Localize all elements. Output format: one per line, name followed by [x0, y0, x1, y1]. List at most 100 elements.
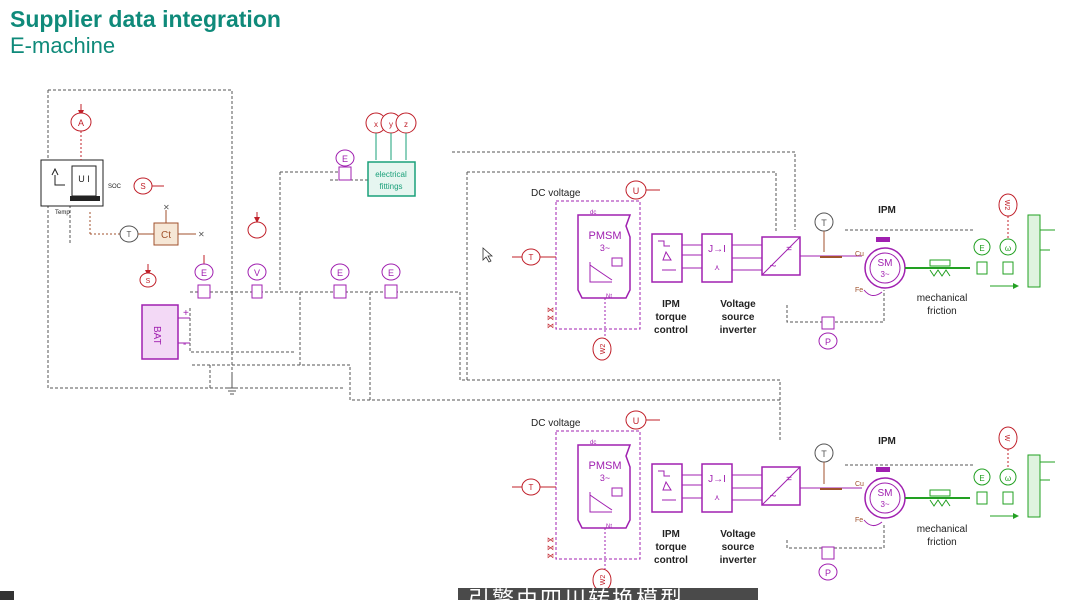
- svg-text:-: -: [183, 339, 186, 350]
- svg-text:T: T: [821, 449, 827, 459]
- svg-text:Ct: Ct: [161, 230, 171, 241]
- torque-input-group[interactable]: ⋈ ⋈ ⋈ W2: [547, 298, 612, 361]
- svg-text:SM: SM: [878, 488, 893, 499]
- t-input[interactable]: T: [512, 248, 556, 266]
- power-sensor[interactable]: P: [818, 316, 838, 350]
- torque-input-group[interactable]: ⋈ ⋈ ⋈ W2: [547, 528, 612, 592]
- svg-text:T: T: [127, 230, 132, 239]
- svg-text:Nt: Nt: [606, 294, 612, 300]
- ipm-title: IPM: [878, 205, 896, 216]
- svg-text:J→I: J→I: [708, 474, 726, 485]
- svg-text:⋈: ⋈: [547, 323, 554, 330]
- svg-text:friction: friction: [927, 306, 956, 317]
- svg-text:=: =: [786, 244, 792, 255]
- voltage-sensor[interactable]: V: [247, 212, 267, 299]
- svg-text:source: source: [722, 542, 755, 553]
- u-sensor[interactable]: U: [625, 180, 660, 200]
- soc-label: SOC: [108, 184, 122, 190]
- mouse-cursor-icon: [482, 247, 494, 263]
- svg-text:E: E: [342, 154, 348, 164]
- svg-text:3~: 3~: [600, 473, 610, 483]
- inverter-block[interactable]: = ~: [761, 236, 801, 276]
- svg-text:dc: dc: [590, 210, 596, 216]
- drive-chain-2: DC voltage U T PMSM 3~ dc Nt ⋈ ⋈ ⋈: [512, 410, 1055, 592]
- video-player-corner: [0, 591, 14, 600]
- svg-text:source: source: [722, 312, 755, 323]
- svg-text:inverter: inverter: [720, 325, 757, 336]
- mech-sensors[interactable]: E ω W: [973, 426, 1055, 517]
- svg-text:W: W: [1003, 435, 1010, 442]
- svg-text:SM: SM: [878, 258, 893, 269]
- energy-sensor-4[interactable]: E: [381, 263, 401, 299]
- energy-sensor-3[interactable]: E: [330, 263, 350, 299]
- temp-sensor-inverter[interactable]: T: [814, 443, 834, 484]
- sensor-s-icon[interactable]: S: [133, 177, 164, 195]
- voltage-source-inverter[interactable]: J→I ⋏ Voltage source inverter: [701, 463, 756, 566]
- svg-text:E: E: [979, 474, 984, 483]
- svg-text:BAT: BAT: [151, 326, 162, 345]
- svg-text:⋏: ⋏: [714, 263, 720, 272]
- svg-text:J→I: J→I: [708, 244, 726, 255]
- svg-text:Voltage: Voltage: [720, 529, 756, 540]
- sensor-t-icon[interactable]: T: [89, 212, 139, 243]
- dc-voltage-label: DC voltage: [531, 418, 581, 429]
- pmsm-block[interactable]: PMSM 3~ dc Nt: [577, 210, 632, 300]
- electrical-fittings[interactable]: electrical fittings x y z: [365, 112, 417, 197]
- svg-text:⋈: ⋈: [547, 553, 554, 560]
- svg-text:P: P: [825, 568, 831, 578]
- svg-text:⋏: ⋏: [714, 493, 720, 502]
- svg-text:S: S: [140, 182, 145, 191]
- energy-sensor-2[interactable]: E: [335, 149, 355, 181]
- pmsm-block[interactable]: PMSM 3~ dc Nt: [577, 440, 632, 530]
- thermal-capacity-block[interactable]: Ct ✕ ✕: [138, 203, 205, 246]
- subtitle-caption-bar: 引擎由四川转换模型: [458, 588, 758, 600]
- svg-text:Cu: Cu: [855, 251, 864, 258]
- svg-text:Fe: Fe: [855, 517, 863, 524]
- slide-title: Supplier data integration: [10, 6, 281, 32]
- svg-text:E: E: [201, 268, 207, 278]
- sensor-s2-icon[interactable]: S: [139, 264, 157, 288]
- power-sensor[interactable]: P: [818, 546, 838, 581]
- battery-icon-letters: U I: [78, 174, 90, 184]
- svg-text:⋈: ⋈: [547, 537, 554, 544]
- svg-text:fittings: fittings: [379, 182, 402, 191]
- svg-text:P: P: [825, 337, 831, 347]
- dc-voltage-label: DC voltage: [531, 188, 581, 199]
- svg-text:torque: torque: [655, 312, 687, 323]
- mechanical-friction[interactable]: mechanical friction: [917, 489, 968, 548]
- mech-sensors[interactable]: E ω W2: [973, 193, 1055, 287]
- energy-sensor-1[interactable]: E: [194, 255, 214, 299]
- temp-sensor-inverter[interactable]: T: [814, 212, 834, 252]
- svg-text:T: T: [529, 483, 534, 492]
- svg-text:3~: 3~: [880, 500, 889, 509]
- svg-text:S: S: [146, 278, 151, 285]
- ipm-torque-control[interactable]: IPM torque control: [651, 233, 688, 336]
- svg-text:control: control: [654, 325, 688, 336]
- sm-motor[interactable]: SM 3~ Cu Fe: [855, 237, 906, 296]
- battery-pack[interactable]: BAT + -: [141, 304, 190, 360]
- ground-symbol: [226, 372, 238, 395]
- sensor-a-icon[interactable]: A: [70, 104, 92, 160]
- inverter-block[interactable]: = ~: [761, 466, 801, 506]
- subtitle-caption-text: 引擎由四川转换模型: [468, 588, 684, 600]
- t-input[interactable]: T: [512, 478, 556, 496]
- svg-text:✕: ✕: [163, 203, 170, 212]
- svg-text:3~: 3~: [600, 243, 610, 253]
- ipm-torque-control[interactable]: IPM torque control: [651, 463, 688, 566]
- mechanical-friction[interactable]: mechanical friction: [917, 259, 968, 317]
- svg-text:T: T: [529, 253, 534, 262]
- slide-subtitle: E-machine: [10, 33, 116, 58]
- svg-text:Fe: Fe: [855, 287, 863, 294]
- svg-text:~: ~: [769, 489, 776, 503]
- svg-text:z: z: [404, 120, 408, 129]
- sm-motor[interactable]: SM 3~ Cu Fe: [855, 467, 906, 526]
- svg-text:A: A: [78, 118, 84, 128]
- battery-soc-block[interactable]: U I Temp SOC: [40, 159, 122, 216]
- ipm-title: IPM: [878, 436, 896, 447]
- svg-text:ω: ω: [1005, 244, 1011, 253]
- svg-text:x: x: [374, 120, 378, 129]
- voltage-source-inverter[interactable]: J→I ⋏ Voltage source inverter: [701, 233, 757, 336]
- svg-text:IPM: IPM: [662, 299, 680, 310]
- u-sensor[interactable]: U: [625, 410, 660, 430]
